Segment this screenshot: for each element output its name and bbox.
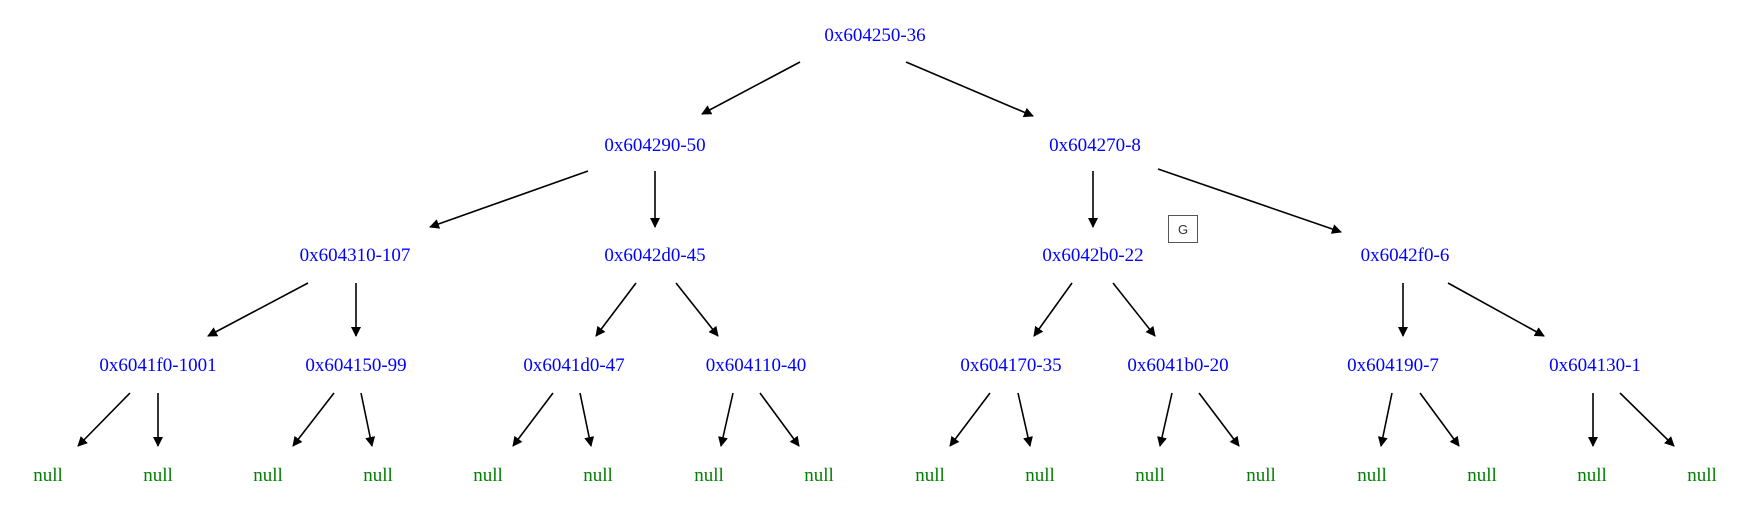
null-leaf-label: null xyxy=(363,465,393,486)
tree-node-label: 0x604190-7 xyxy=(1347,355,1439,376)
null-leaf-label: null xyxy=(1687,465,1717,486)
null-leaf-label: null xyxy=(1135,465,1165,486)
tree-node-label: 0x6041f0-1001 xyxy=(99,355,216,376)
edge-arrow-n7-z0 xyxy=(77,392,131,447)
edge-arrow-n5-n12 xyxy=(1112,282,1156,337)
tree-node-label: 0x604130-1 xyxy=(1549,355,1641,376)
null-leaf-label: null xyxy=(143,465,173,486)
edge-arrow-n12-z10 xyxy=(1157,392,1173,447)
null-leaf-label: null xyxy=(804,465,834,486)
edge-arrow-n3-n7 xyxy=(207,282,309,337)
edge-arrow-n13-z12 xyxy=(1377,392,1393,447)
edge-arrow-n1-n3 xyxy=(429,170,589,229)
graph-toggle-label: G xyxy=(1177,221,1189,237)
edge-arrow-n10-z7 xyxy=(759,392,800,447)
tree-node-label: 0x604110-40 xyxy=(706,355,807,376)
null-leaf-label: null xyxy=(1025,465,1055,486)
tree-node-label: 0x604250-36 xyxy=(824,25,925,46)
null-leaf-label: null xyxy=(1577,465,1607,486)
null-leaf-label: null xyxy=(1357,465,1387,486)
tree-node-label: 0x604270-8 xyxy=(1049,135,1141,156)
edge-arrow-n6-n14 xyxy=(1447,282,1545,337)
edge-arrow-n10-z6 xyxy=(718,392,734,447)
node-layer: 0x604250-36 0x604290-50 0x604270-8 0x604310… xyxy=(33,25,1717,486)
edge-arrow-n8-z3 xyxy=(360,392,376,447)
edge-arrow-n11-z9 xyxy=(1017,392,1033,447)
tree-node-label: 0x6041b0-20 xyxy=(1127,355,1228,376)
edge-arrow-n2-n6 xyxy=(1157,168,1342,234)
edge-arrow-n9-z4 xyxy=(512,392,554,447)
null-leaf-label: null xyxy=(473,465,503,486)
tree-node-label: 0x604310-107 xyxy=(300,245,411,266)
null-leaf-label: null xyxy=(1246,465,1276,486)
edge-arrow-n11-z8 xyxy=(949,392,991,447)
null-leaf-label: null xyxy=(1467,465,1497,486)
null-leaf-label: null xyxy=(583,465,613,486)
tree-node-label: 0x604150-99 xyxy=(305,355,406,376)
edge-arrow-n9-z5 xyxy=(579,392,595,447)
tree-node-label: 0x6042b0-22 xyxy=(1042,245,1143,266)
edge-layer xyxy=(77,61,1675,447)
edge-arrow-n13-z13 xyxy=(1419,392,1460,447)
edge-arrow-n0-n2 xyxy=(905,61,1034,118)
edge-arrow-n4-n9 xyxy=(595,282,637,337)
null-leaf-label: null xyxy=(253,465,283,486)
edge-arrow-n8-z2 xyxy=(292,392,335,447)
tree-node-label: 0x6042f0-6 xyxy=(1361,245,1450,266)
graph-toggle-button[interactable]: G xyxy=(1168,215,1198,243)
tree-node-label: 0x604170-35 xyxy=(960,355,1061,376)
tree-node-label: 0x6041d0-47 xyxy=(523,355,624,376)
null-leaf-label: null xyxy=(915,465,945,486)
null-leaf-label: null xyxy=(33,465,63,486)
edge-arrow-n12-z11 xyxy=(1198,392,1240,447)
tree-node-label: 0x604290-50 xyxy=(604,135,705,156)
edge-arrow-n4-n10 xyxy=(675,282,719,337)
edge-arrow-n14-z15 xyxy=(1619,392,1675,447)
null-leaf-label: null xyxy=(694,465,724,486)
edge-arrow-n5-n11 xyxy=(1033,282,1073,337)
edge-arrow-n0-n1 xyxy=(701,61,801,115)
tree-node-label: 0x6042d0-45 xyxy=(604,245,705,266)
